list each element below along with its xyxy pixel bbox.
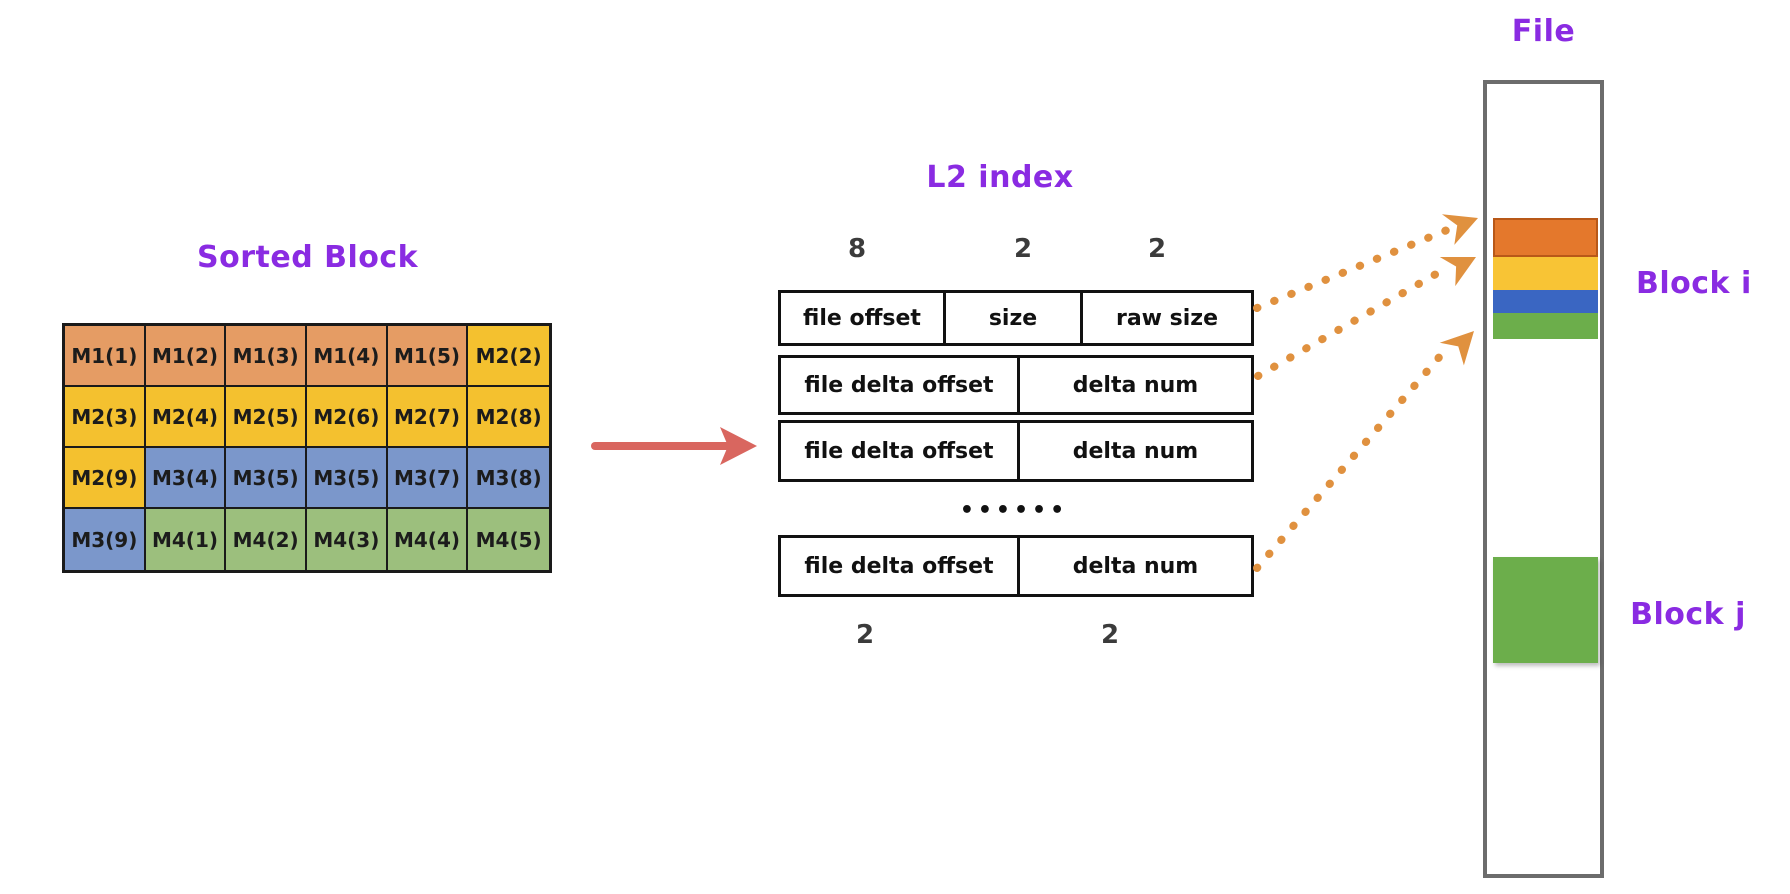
size-label-file-offset: 8 (847, 234, 867, 264)
table-cell: M4(3) (306, 509, 388, 570)
l2-row: file delta offset delta num (778, 420, 1254, 482)
size-label-file-delta-offset: 2 (855, 620, 875, 650)
table-cell: M2(3) (65, 387, 146, 448)
block-i-segment-yellow (1493, 257, 1598, 290)
block-i-segment-blue (1493, 290, 1598, 313)
block-j-label: Block j (1630, 597, 1746, 632)
l2-cell: file offset (781, 293, 946, 343)
block-i-label: Block i (1636, 266, 1752, 301)
table-cell: M3(7) (387, 448, 469, 509)
size-label-raw-size: 2 (1147, 234, 1167, 264)
table-cell: M4(5) (468, 509, 549, 570)
l2-index-title: L2 index (926, 160, 1074, 195)
table-cell: M4(2) (226, 509, 307, 570)
table-cell: M2(8) (468, 387, 549, 448)
table-cell: M2(5) (226, 387, 307, 448)
flow-arrow (591, 427, 757, 465)
pointer-arrow-2 (1254, 257, 1476, 380)
ellipsis-dots: •••••• (959, 498, 1069, 523)
table-cell: M1(1) (65, 326, 146, 387)
file-container (1483, 80, 1604, 878)
table-cell: M4(4) (387, 509, 469, 570)
table-cell: M1(4) (306, 326, 388, 387)
table-cell: M4(1) (145, 509, 227, 570)
pointer-arrow-3 (1253, 331, 1474, 572)
sorted-block-title: Sorted Block (197, 240, 419, 275)
table-cell: M3(5) (306, 448, 388, 509)
pointer-arrow-1 (1253, 214, 1478, 312)
l2-cell: delta num (1072, 553, 1199, 579)
l2-cell: file delta offset (781, 423, 1020, 479)
table-cell: M3(4) (145, 448, 227, 509)
table-cell: M1(5) (387, 326, 469, 387)
table-cell: M2(7) (387, 387, 469, 448)
l2-cell: delta num (1072, 372, 1199, 398)
l2-row: file delta offset delta num (778, 355, 1254, 415)
l2-cell: delta num (1072, 438, 1199, 464)
l2-row: file delta offset delta num (778, 535, 1254, 597)
size-label-delta-num: 2 (1100, 620, 1120, 650)
size-label-size: 2 (1013, 234, 1033, 264)
table-cell: M3(5) (226, 448, 307, 509)
table-cell: M2(4) (145, 387, 227, 448)
table-cell: M1(3) (226, 326, 307, 387)
l2-cell: file delta offset (781, 358, 1020, 412)
table-cell: M3(8) (468, 448, 549, 509)
block-j (1493, 557, 1598, 663)
sorted-block-table: M1(1)M1(2)M1(3)M1(4)M1(5)M2(2) M2(3)M2(4)… (62, 323, 552, 573)
table-cell: M2(2) (468, 326, 549, 387)
table-cell: M2(9) (65, 448, 146, 509)
table-cell: M2(6) (306, 387, 388, 448)
table-cell: M3(9) (65, 509, 146, 570)
block-i-segment-orange (1493, 218, 1598, 257)
l2-cell: file delta offset (781, 538, 1020, 594)
block-i-segment-green (1493, 313, 1598, 339)
l2-cell: raw size (1115, 305, 1219, 331)
l2-cell: size (946, 293, 1083, 343)
file-title: File (1511, 14, 1576, 49)
table-cell: M1(2) (145, 326, 227, 387)
